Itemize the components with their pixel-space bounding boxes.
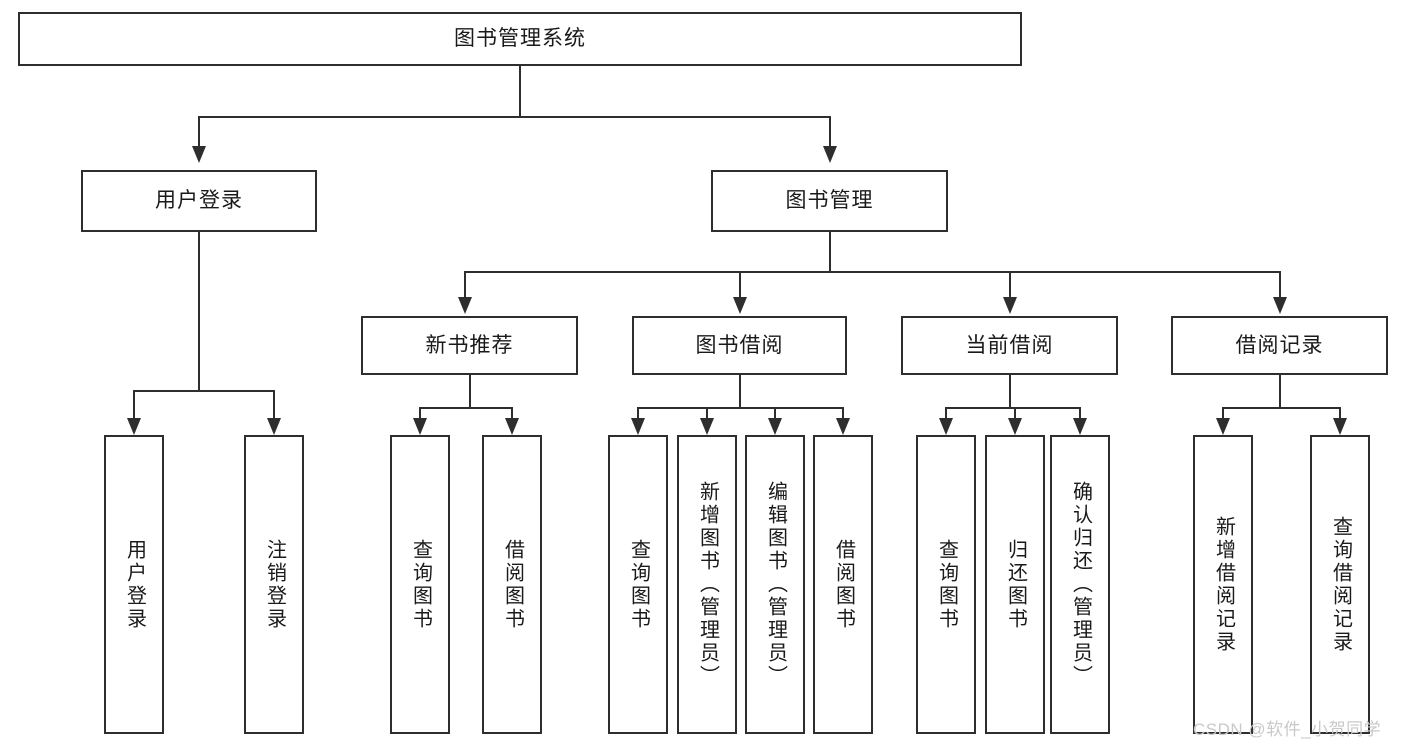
edge-book-borrow-stem	[739, 375, 741, 407]
node-label: 查询图书	[409, 538, 432, 631]
edge-root-stem	[519, 66, 521, 116]
node-label: 新书推荐	[425, 333, 514, 357]
arrowhead-new-book-leaf-1	[505, 418, 519, 435]
leaf-new-book-1[interactable]: 借阅图书	[482, 435, 542, 734]
leaf-user-login-1[interactable]: 注销登录	[244, 435, 304, 734]
edge-book-borrow-leaf-bus	[637, 407, 844, 409]
arrowhead-current-borrow-leaf-0	[939, 418, 953, 435]
edge-level3-drop-1	[739, 271, 741, 297]
edge-current-borrow-leaf-drop-0	[945, 407, 947, 418]
leaf-current-borrow-1[interactable]: 归还图书	[985, 435, 1045, 734]
arrowhead-to-current-borrow	[1003, 297, 1017, 314]
node-label: 图书管理	[785, 189, 874, 213]
edge-book-borrow-leaf-drop-2	[774, 407, 776, 418]
edge-level3-drop-2	[1009, 271, 1011, 297]
node-label: 借阅图书	[501, 538, 524, 631]
node-label: 图书借阅	[695, 333, 784, 357]
arrowhead-book-borrow-leaf-1	[700, 418, 714, 435]
edge-user-login-leaf-drop-1	[273, 390, 275, 418]
edge-borrow-record-leaf-drop-1	[1339, 407, 1341, 418]
node-label: 借阅图书	[832, 538, 855, 631]
edge-user-login-leaf-drop-0	[133, 390, 135, 418]
node-label: 查询图书	[935, 538, 958, 631]
node-label: 借阅记录	[1235, 333, 1324, 357]
edge-book-borrow-leaf-drop-0	[637, 407, 639, 418]
node-book-borrow[interactable]: 图书借阅	[632, 316, 847, 375]
leaf-book-borrow-3[interactable]: 借阅图书	[813, 435, 873, 734]
leaf-book-borrow-2[interactable]: 编辑图书（管理员）	[745, 435, 805, 734]
node-label: 新增借阅记录	[1212, 515, 1235, 654]
leaf-book-borrow-0[interactable]: 查询图书	[608, 435, 668, 734]
edge-level2-drop-right	[829, 116, 831, 146]
edge-book-borrow-leaf-drop-1	[706, 407, 708, 418]
arrowhead-to-book-borrow	[733, 297, 747, 314]
node-label: 新增图书（管理员）	[696, 481, 719, 688]
arrowhead-to-user-login	[192, 146, 206, 163]
node-label: 用户登录	[123, 538, 146, 631]
edge-new-book-leaf-drop-0	[419, 407, 421, 418]
leaf-user-login-0[interactable]: 用户登录	[104, 435, 164, 734]
edge-level2-drop-left	[198, 116, 200, 146]
leaf-book-borrow-1[interactable]: 新增图书（管理员）	[677, 435, 737, 734]
node-label: 查询借阅记录	[1329, 515, 1352, 654]
leaf-borrow-record-0[interactable]: 新增借阅记录	[1193, 435, 1253, 734]
node-label: 用户登录	[155, 189, 243, 213]
node-new-book-recommend[interactable]: 新书推荐	[361, 316, 578, 375]
node-user-login[interactable]: 用户登录	[81, 170, 317, 232]
edge-borrow-record-leaf-drop-0	[1222, 407, 1224, 418]
edge-user-login-leaf-bus	[133, 390, 275, 392]
arrowhead-current-borrow-leaf-2	[1073, 418, 1087, 435]
edge-borrow-record-stem	[1279, 375, 1281, 407]
edge-level3-drop-3	[1279, 271, 1281, 297]
arrowhead-borrow-record-leaf-1	[1333, 418, 1347, 435]
edge-current-borrow-stem	[1009, 375, 1011, 407]
edge-new-book-leaf-drop-1	[511, 407, 513, 418]
watermark-csdn: CSDN @软件_小贺同学	[1193, 720, 1382, 739]
edge-level3-bus	[464, 271, 1280, 273]
edge-user-login-stem	[198, 232, 200, 390]
node-label: 查询图书	[627, 538, 650, 631]
node-current-borrow[interactable]: 当前借阅	[901, 316, 1118, 375]
node-label: 图书管理系统	[454, 27, 586, 51]
node-label: 当前借阅	[965, 333, 1054, 357]
arrowhead-borrow-record-leaf-0	[1216, 418, 1230, 435]
arrowhead-user-login-leaf-1	[267, 418, 281, 435]
arrowhead-to-borrow-record	[1273, 297, 1287, 314]
edge-current-borrow-leaf-bus	[945, 407, 1080, 409]
node-label: 编辑图书（管理员）	[764, 481, 787, 688]
edge-new-book-stem	[469, 375, 471, 407]
arrowhead-to-new-book	[458, 297, 472, 314]
arrowhead-user-login-leaf-0	[127, 418, 141, 435]
arrowhead-book-borrow-leaf-3	[836, 418, 850, 435]
edge-book-manage-stem	[829, 232, 831, 271]
node-label: 注销登录	[263, 538, 286, 631]
arrowhead-book-borrow-leaf-2	[768, 418, 782, 435]
arrowhead-new-book-leaf-0	[413, 418, 427, 435]
edge-new-book-leaf-bus	[419, 407, 512, 409]
leaf-borrow-record-1[interactable]: 查询借阅记录	[1310, 435, 1370, 734]
edge-level3-drop-0	[464, 271, 466, 297]
arrowhead-book-borrow-leaf-0	[631, 418, 645, 435]
node-root-system[interactable]: 图书管理系统	[18, 12, 1022, 66]
node-label: 确认归还（管理员）	[1069, 481, 1092, 688]
edge-current-borrow-leaf-drop-2	[1079, 407, 1081, 418]
node-label: 归还图书	[1004, 538, 1027, 631]
leaf-new-book-0[interactable]: 查询图书	[390, 435, 450, 734]
arrowhead-to-book-manage	[823, 146, 837, 163]
arrowhead-current-borrow-leaf-1	[1008, 418, 1022, 435]
edge-current-borrow-leaf-drop-1	[1014, 407, 1016, 418]
edge-borrow-record-leaf-bus	[1222, 407, 1340, 409]
edge-book-borrow-leaf-drop-3	[842, 407, 844, 418]
leaf-current-borrow-2[interactable]: 确认归还（管理员）	[1050, 435, 1110, 734]
node-book-management[interactable]: 图书管理	[711, 170, 948, 232]
leaf-current-borrow-0[interactable]: 查询图书	[916, 435, 976, 734]
edge-level2-bus	[198, 116, 831, 118]
node-borrow-record[interactable]: 借阅记录	[1171, 316, 1388, 375]
